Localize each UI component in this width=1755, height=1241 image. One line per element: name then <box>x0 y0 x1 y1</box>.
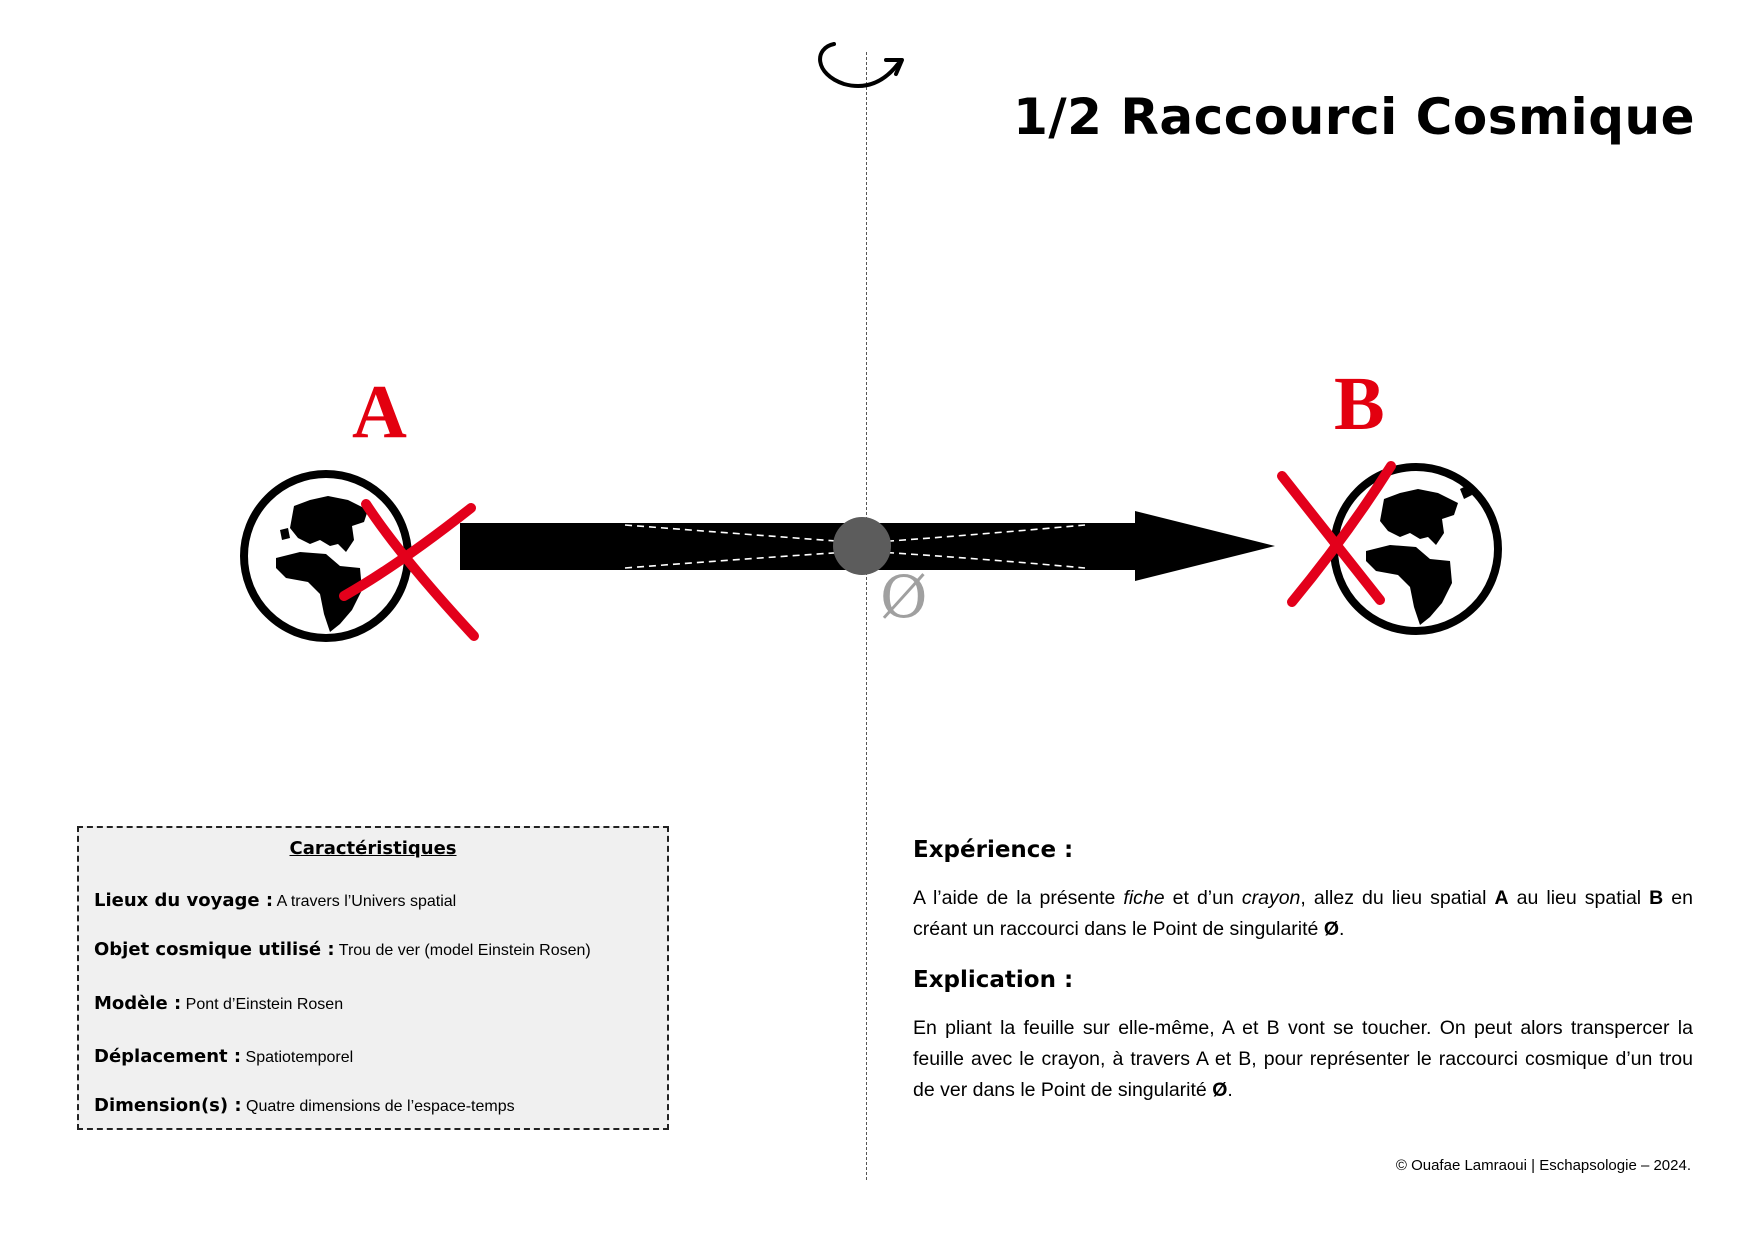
cross-mark-icon <box>339 499 479 641</box>
explication-heading: Explication : <box>913 967 1074 993</box>
feature-value: A travers l’Univers spatial <box>276 893 457 910</box>
feature-value: Trou de ver (model Einstein Rosen) <box>338 942 591 959</box>
card-title: Caractéristiques <box>289 838 457 859</box>
point-a-label: A <box>352 370 407 454</box>
singularity-dot-icon <box>833 517 891 575</box>
feature-item: Modèle : Pont d’Einstein Rosen <box>94 993 343 1014</box>
footer-credit: © Ouafae Lamraoui | Eschapsologie – 2024… <box>1395 1157 1691 1174</box>
feature-item: Déplacement : Spatiotemporel <box>94 1046 353 1067</box>
feature-item: Dimension(s) : Quatre dimensions de l’es… <box>94 1095 515 1116</box>
feature-label: Lieux du voyage : <box>94 890 274 911</box>
rotate-arrow-icon <box>818 42 904 88</box>
characteristics-card: Caractéristiques Lieux du voyage : A tra… <box>77 826 669 1130</box>
feature-value: Spatiotemporel <box>245 1049 354 1066</box>
feature-label: Modèle : <box>94 993 182 1014</box>
fold-line <box>866 52 867 1180</box>
explication-paragraph: En pliant la feuille sur elle-même, A et… <box>913 1017 1693 1101</box>
feature-item: Objet cosmique utilisé : Trou de ver (mo… <box>94 939 591 960</box>
feature-value: Pont d’Einstein Rosen <box>185 996 344 1013</box>
feature-item: Lieux du voyage : A travers l’Univers sp… <box>94 890 456 911</box>
feature-value: Quatre dimensions de l’espace-temps <box>246 1098 515 1115</box>
feature-label: Déplacement : <box>94 1046 242 1067</box>
cross-mark-icon <box>1277 461 1396 607</box>
point-b-label: B <box>1334 362 1385 446</box>
singularity-symbol: Ø <box>880 563 928 631</box>
page-title: 1/2 Raccourci Cosmique <box>1013 88 1695 146</box>
feature-label: Objet cosmique utilisé : <box>94 939 335 960</box>
experience-paragraph: A l’aide de la présente fiche et d’un cr… <box>913 887 1693 940</box>
experience-heading: Expérience : <box>913 837 1074 863</box>
feature-label: Dimension(s) : <box>94 1095 242 1116</box>
